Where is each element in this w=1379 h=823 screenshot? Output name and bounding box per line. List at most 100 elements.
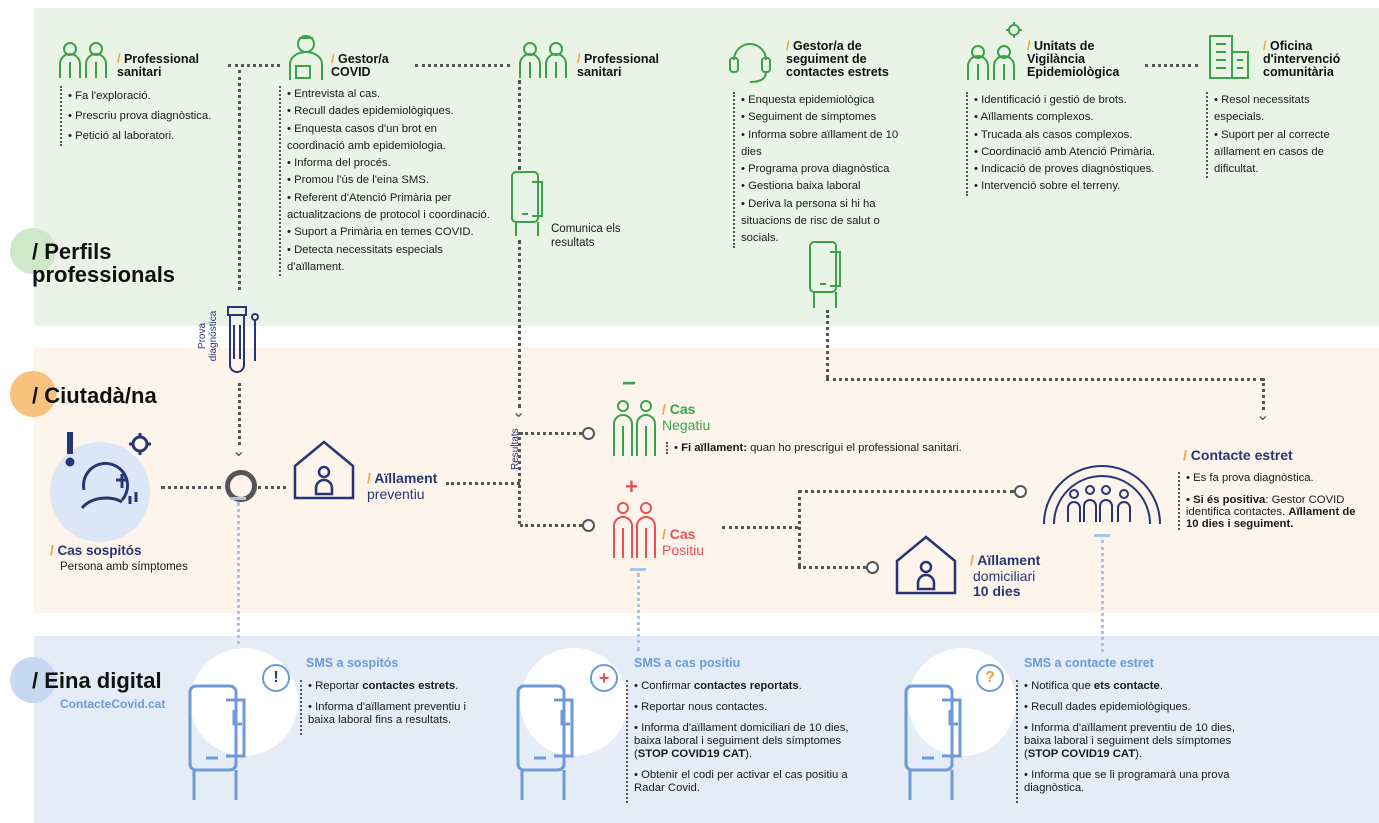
aillament-prev-sub: preventiu — [367, 486, 425, 502]
headset-icon — [729, 43, 771, 83]
perfils-circle — [10, 228, 56, 274]
cas-pos-sub: Positiu — [662, 542, 705, 558]
comunica-label: Comunica els resultats — [551, 223, 621, 249]
node-ring — [1014, 485, 1027, 498]
connector — [238, 70, 241, 290]
connector-tick — [230, 497, 246, 500]
prova-label: Prova diagnòstica — [197, 310, 219, 362]
connector — [826, 310, 829, 378]
people-icon — [59, 42, 107, 78]
cas-neg-sub: Negatiu — [662, 417, 711, 433]
arrow-down-icon: ⌄ — [512, 404, 526, 421]
node-ring — [582, 519, 595, 532]
sms-positiu-list: Confirmar contactes reportats. Reportar … — [626, 680, 858, 803]
aillament-prev-title: / Aïllament — [367, 470, 438, 486]
aillament-dom-days: 10 dies — [973, 583, 1021, 599]
prof1-list: Fa l'exploració.Prescriu prova diagnòsti… — [60, 86, 238, 146]
fi-aillament: • Fi aïllament: quan ho prescrigui el pr… — [666, 442, 962, 454]
connector — [520, 524, 582, 527]
people-icon — [519, 42, 567, 78]
oficina-list: Resol necessitats especials.Suport per a… — [1206, 92, 1354, 179]
cas-sospitos-sub: Persona amb símptomes — [60, 561, 188, 573]
minus-sign: − — [622, 370, 637, 397]
cas-sospitos-circle — [50, 442, 150, 542]
connector — [798, 490, 1014, 493]
plus-sign: + — [625, 474, 638, 499]
phone-hand-icon — [511, 171, 543, 236]
nurse-icon — [289, 35, 323, 80]
connector — [518, 80, 521, 170]
node-ring — [582, 427, 595, 440]
phone-hand-icon — [904, 684, 962, 800]
test-tube-icon — [227, 306, 259, 373]
phone-hand-icon — [516, 684, 574, 800]
role-seguiment: / Gestor/a de seguiment de contactes est… — [786, 39, 889, 79]
unitats-list: Identificació i gestió de brots.Aïllamen… — [966, 92, 1159, 196]
connector-tick — [630, 568, 646, 571]
people-virus-icon — [967, 22, 1022, 80]
cas-neg-title: / Cas — [662, 401, 696, 417]
connector — [722, 526, 798, 529]
role-oficina: / Oficina d'intervenció comunitària — [1263, 39, 1341, 79]
connector-tick — [1094, 534, 1110, 537]
perfils-title: / Perfils professionals — [32, 239, 176, 287]
role-prof2: / Professional sanitari — [577, 52, 659, 79]
contacte-estret-title: / Contacte estret — [1183, 447, 1293, 463]
arrow-down-icon: ⌄ — [232, 443, 246, 460]
question-icon: ? — [976, 664, 1004, 692]
sms-positiu-title: SMS a cas positiu — [634, 656, 741, 670]
resultats-label: Resultats — [510, 428, 521, 470]
ciutada-circle — [10, 371, 56, 417]
sms-sospitos-title: SMS a sospitós — [306, 656, 399, 670]
cas-sospitos-title: / Cas sospitós — [50, 543, 142, 558]
connector — [415, 64, 510, 67]
connector — [446, 482, 520, 485]
gestor-list: Entrevista al cas.Recull dades epidemiol… — [279, 86, 497, 277]
eina-title: / Eina digital — [32, 668, 162, 693]
phone-hand-icon — [188, 684, 246, 800]
connector — [1262, 378, 1265, 410]
alert-icon: ! — [262, 664, 290, 692]
eina-subtitle: ContacteCovid.cat — [60, 697, 166, 711]
seguiment-list: Enquesta epidemiològicaSeguiment de símp… — [733, 92, 916, 248]
connector — [237, 502, 240, 652]
connector — [637, 573, 640, 651]
role-unitats: / Unitats de Vigilància Epidemiològica — [1027, 39, 1120, 79]
aillament-dom-title: / Aïllament — [970, 552, 1041, 568]
role-slash: / — [117, 52, 121, 66]
group-dome-icon — [1043, 465, 1161, 525]
connector — [798, 566, 866, 569]
role-gestor: / Gestor/a COVID — [331, 52, 389, 79]
connector — [520, 432, 582, 435]
connector — [518, 432, 521, 524]
aillament-dom-sub: domiciliari — [973, 568, 1036, 584]
eina-circle — [10, 657, 56, 703]
plus-icon: + — [590, 664, 618, 692]
connector — [258, 486, 286, 489]
sms-sospitos-list: Reportar contactes estrets. Informa d'aï… — [300, 680, 478, 735]
sms-contacte-title: SMS a contacte estret — [1024, 656, 1154, 670]
connector — [161, 486, 221, 489]
connector — [238, 383, 241, 445]
cas-pos-title: / Cas — [662, 526, 696, 542]
connector — [1101, 540, 1104, 652]
people-icon — [613, 400, 656, 456]
connector — [518, 240, 521, 408]
people-icon — [613, 502, 656, 558]
role-prof1: / Professional sanitari — [117, 52, 199, 79]
ciutada-band — [34, 348, 1379, 613]
house-icon — [293, 440, 355, 500]
ciutada-title: / Ciutadà/na — [32, 383, 157, 408]
perfils-band — [34, 8, 1379, 326]
connector — [826, 378, 1263, 381]
building-icon — [1209, 35, 1249, 79]
contacte-estret-list: • Es fa prova diagnòstica. • Si és posit… — [1178, 472, 1366, 530]
phone-hand-icon — [809, 241, 841, 308]
node-ring — [866, 561, 879, 574]
connector — [798, 490, 801, 566]
connector — [228, 64, 280, 67]
sick-person-icon — [65, 432, 151, 510]
sms-contacte-list: Notifica que ets contacte. Recull dades … — [1016, 680, 1248, 803]
arrow-down-icon: ⌄ — [1256, 407, 1270, 424]
connector — [1145, 64, 1198, 67]
